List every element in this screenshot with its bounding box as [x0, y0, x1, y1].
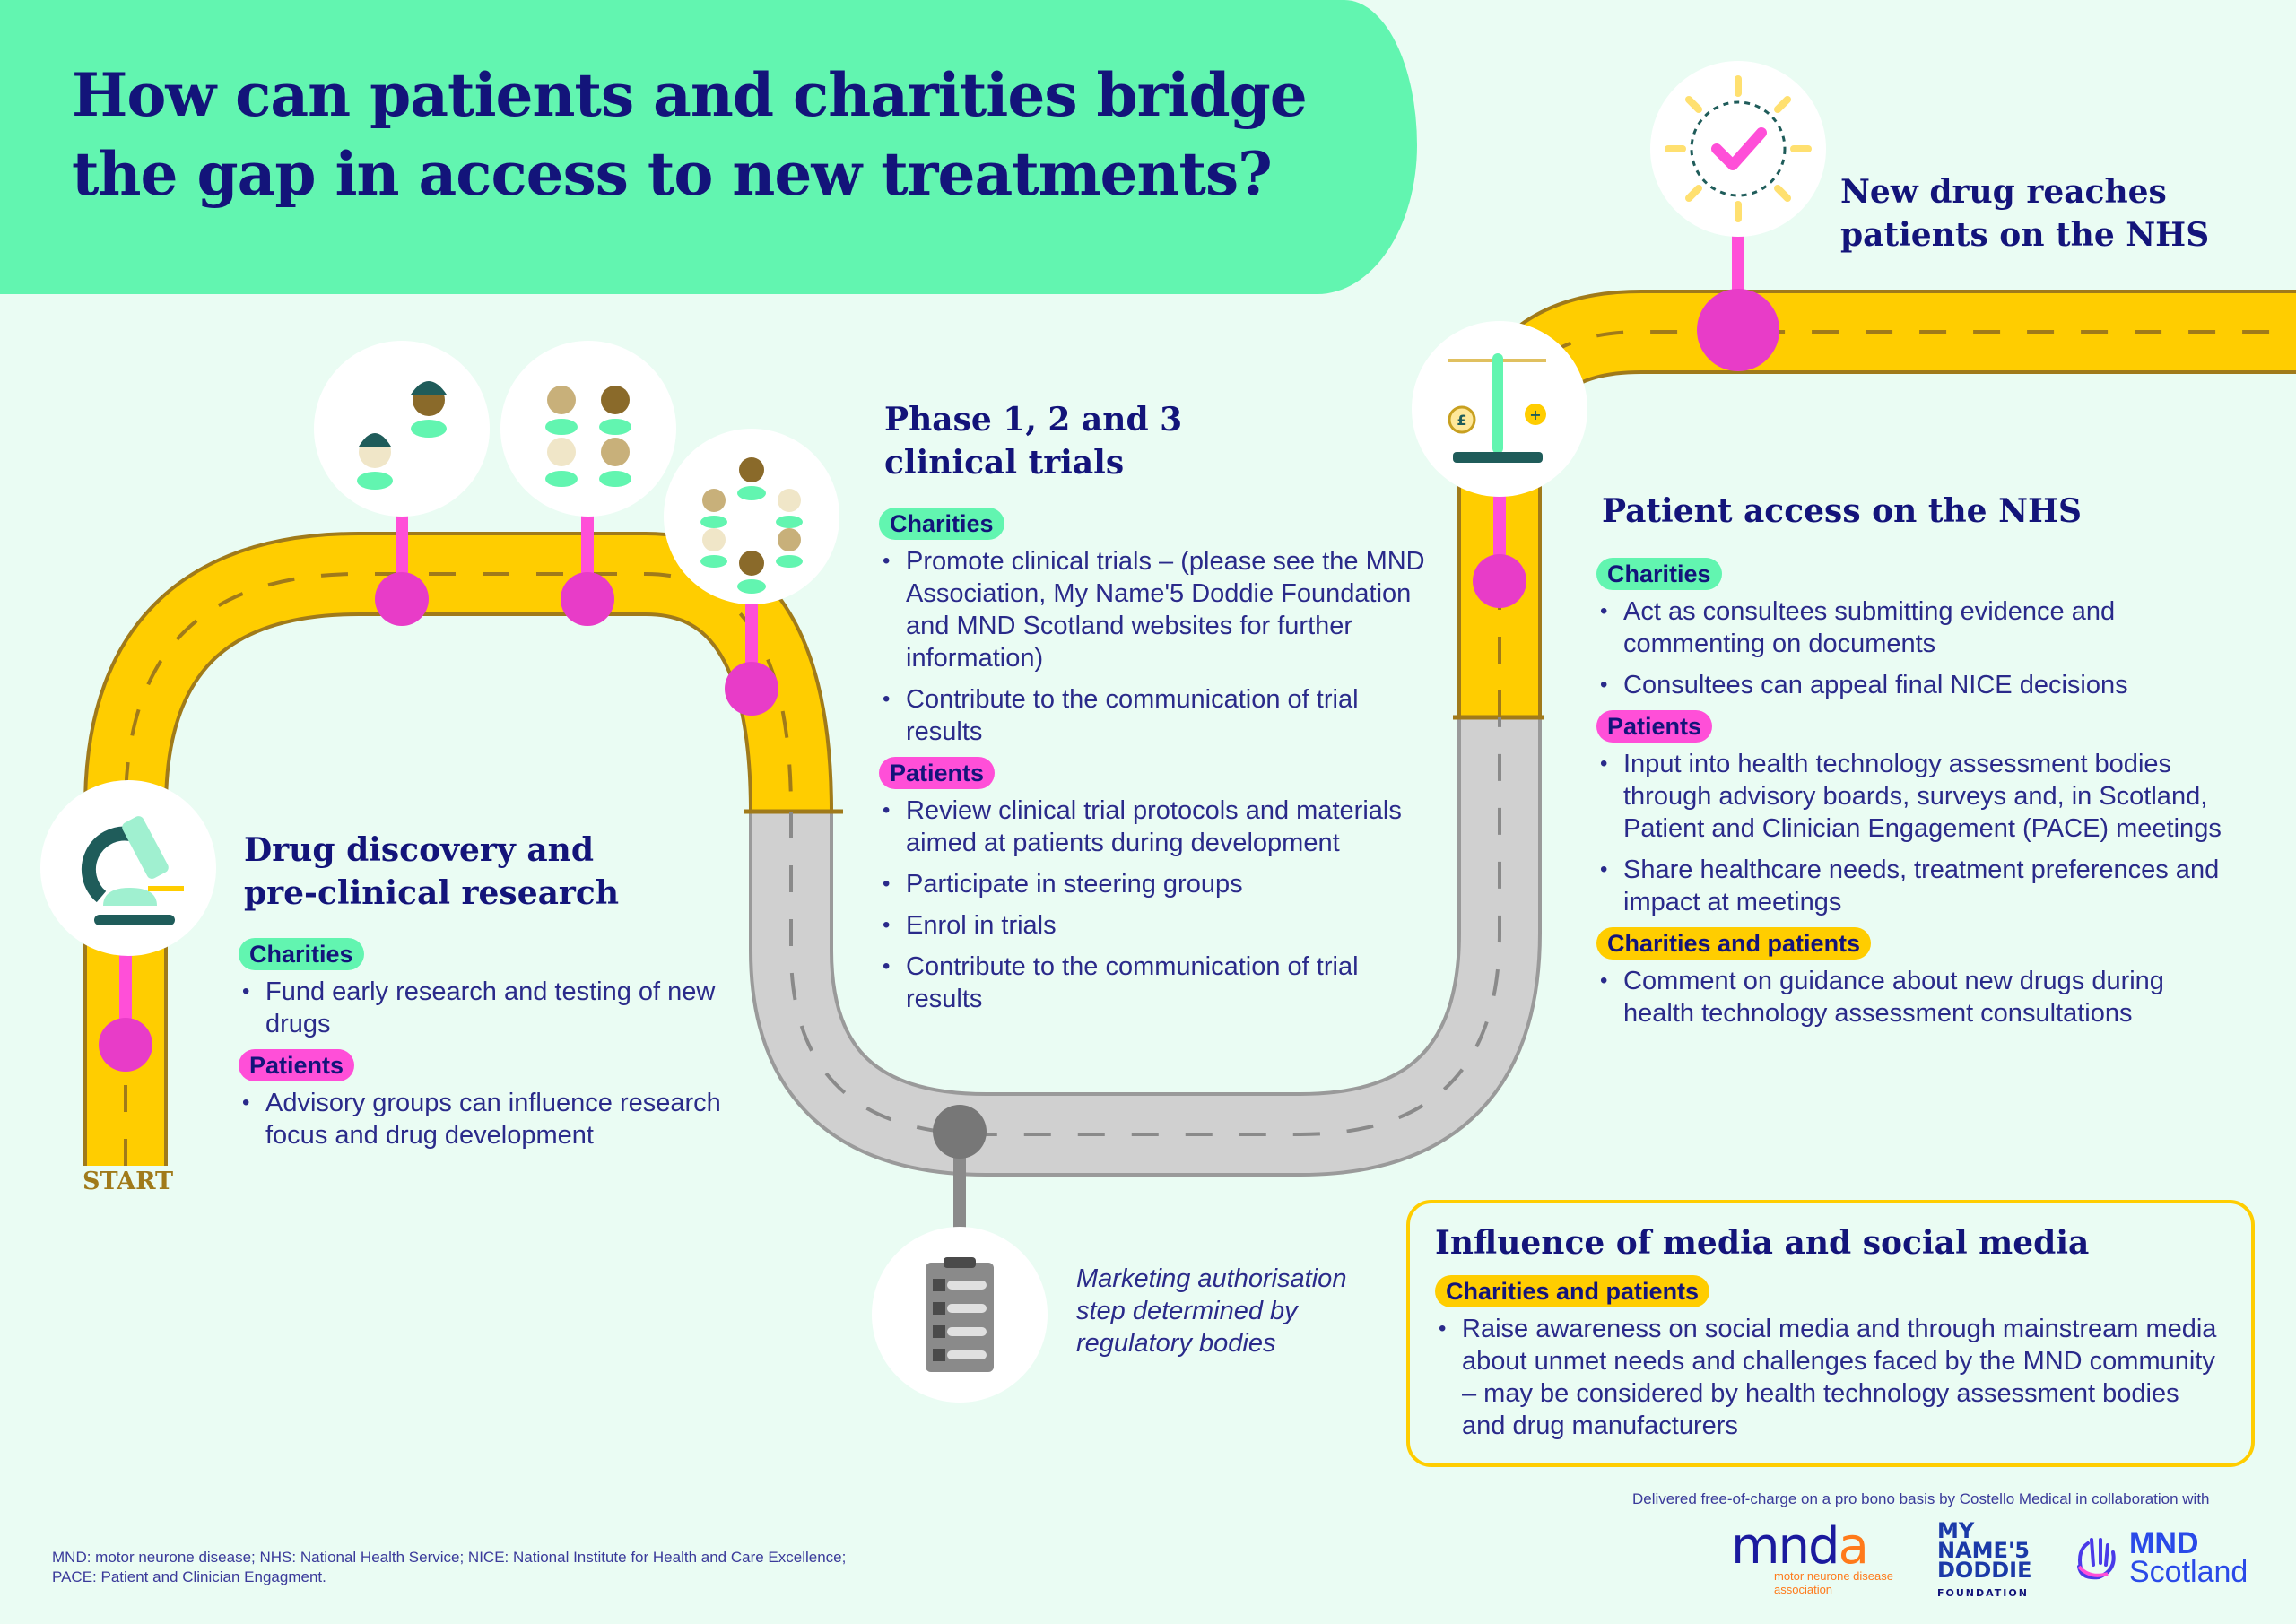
badge-charities: Charities [1596, 558, 1722, 590]
list-item: Act as consultees submitting evidence an… [1596, 595, 2224, 660]
milestone-patient-access [1473, 554, 1526, 608]
approval-badge-icon [1650, 61, 1826, 237]
mnda-mark: mnd [1731, 1517, 1840, 1576]
clipboard-checklist-icon [872, 1227, 1048, 1403]
header-band [0, 0, 1417, 294]
section-clinical-trials: Charities Promote clinical trials – (ple… [879, 508, 1435, 1024]
badge-charities-and-patients: Charities and patients [1596, 927, 1872, 960]
footnote-line: PACE: Patient and Clinician Engagment. [52, 1568, 326, 1585]
credit-text: Delivered free-of-charge on a pro bono b… [1632, 1490, 2210, 1507]
patient-group-2-icon [314, 341, 490, 517]
section-patient-access: Charities Act as consultees submitting e… [1596, 558, 2224, 1038]
badge-charities: Charities [239, 938, 364, 970]
list-item: Advisory groups can influence research f… [239, 1087, 741, 1151]
abbreviations-footnote: MND: motor neurone disease; NHS: Nationa… [52, 1548, 949, 1587]
heading-line: Patient access on the NHS [1602, 492, 2082, 530]
milestone-phase-2 [561, 572, 614, 626]
svg-text:£: £ [1457, 412, 1466, 429]
milestone-phase-1 [375, 572, 429, 626]
milestone-drug-discovery [99, 1018, 152, 1072]
list-item: Enrol in trials [879, 909, 1435, 942]
mnda-mark-a: a [1838, 1517, 1869, 1576]
title-line-1: How can patients and charities bridge [72, 60, 1308, 130]
patient-group-6-icon [664, 429, 839, 604]
doddie-line: NAME'5 [1937, 1538, 2030, 1563]
milestone-phase-3 [725, 662, 778, 716]
section-drug-discovery: Charities Fund early research and testin… [239, 938, 741, 1160]
heading-clinical-trials: Phase 1, 2 and 3 clinical trials [884, 398, 1182, 484]
heading-patient-access: Patient access on the NHS [1602, 490, 2082, 533]
scales-icon: £ + [1412, 321, 1587, 497]
mnd-scotland-logo: MND Scotland [2072, 1526, 2248, 1589]
heading-line: Phase 1, 2 and 3 [884, 401, 1183, 439]
badge-patients: Patients [879, 757, 996, 789]
scotland-line: MND [2129, 1526, 2199, 1560]
doddie-foundation-logo: MY NAME'5 DODDIE FOUNDATION [1937, 1518, 2032, 1603]
mnd-scotland-hand-icon [2077, 1538, 2116, 1580]
heading-line: clinical trials [884, 444, 1125, 482]
heading-line: pre-clinical research [244, 874, 619, 912]
scotland-line: Scotland [2129, 1555, 2248, 1589]
list-item: Fund early research and testing of new d… [239, 976, 741, 1040]
list-item: Review clinical trial protocols and mate… [879, 795, 1435, 859]
list-item: Promote clinical trials – (please see th… [879, 545, 1435, 674]
patient-group-4-icon [500, 341, 676, 517]
footnote-line: MND: motor neurone disease; NHS: Nationa… [52, 1549, 847, 1566]
page-title: How can patients and charities bridge th… [72, 56, 1308, 213]
milestone-marketing [933, 1105, 987, 1159]
media-influence-box: Influence of media and social media Char… [1406, 1200, 2255, 1467]
microscope-icon [40, 780, 216, 956]
mnda-line1: motor neurone disease [1774, 1569, 1893, 1583]
list-item: Participate in steering groups [879, 868, 1435, 900]
heading-line: patients on the NHS [1840, 216, 2210, 254]
list-item: Contribute to the communication of trial… [879, 683, 1435, 748]
heading-line: New drug reaches [1840, 173, 2167, 211]
mnda-logo: mnda motor neurone disease association [1731, 1522, 1893, 1597]
badge-patients: Patients [1596, 710, 1713, 743]
list-item: Input into health technology assessment … [1596, 748, 2224, 845]
list-item: Consultees can appeal final NICE decisio… [1596, 669, 2224, 701]
list-item: Contribute to the communication of trial… [879, 951, 1435, 1015]
doddie-sub: FOUNDATION [1937, 1587, 2029, 1599]
marketing-authorisation-note: Marketing authorisation step determined … [1076, 1264, 1347, 1358]
badge-charities-and-patients: Charities and patients [1435, 1275, 1710, 1307]
media-heading: Influence of media and social media [1435, 1224, 2090, 1262]
badge-patients: Patients [239, 1049, 355, 1081]
svg-text:+: + [1529, 406, 1541, 423]
heading-line: Drug discovery and [244, 831, 595, 869]
list-item: Raise awareness on social media and thro… [1435, 1313, 2226, 1442]
heading-new-drug: New drug reaches patients on the NHS [1840, 170, 2209, 256]
heading-drug-discovery: Drug discovery and pre-clinical research [244, 829, 619, 915]
list-item: Share healthcare needs, treatment prefer… [1596, 854, 2224, 918]
mnda-line2: association [1774, 1583, 1833, 1596]
title-line-2: the gap in access to new treatments? [72, 139, 1273, 209]
milestone-new-drug [1697, 289, 1779, 371]
start-label: START [83, 1168, 174, 1195]
list-item: Comment on guidance about new drugs duri… [1596, 965, 2224, 1029]
doddie-line: MY [1937, 1518, 1975, 1543]
badge-charities: Charities [879, 508, 1004, 540]
doddie-line: DODDIE [1937, 1558, 2032, 1583]
